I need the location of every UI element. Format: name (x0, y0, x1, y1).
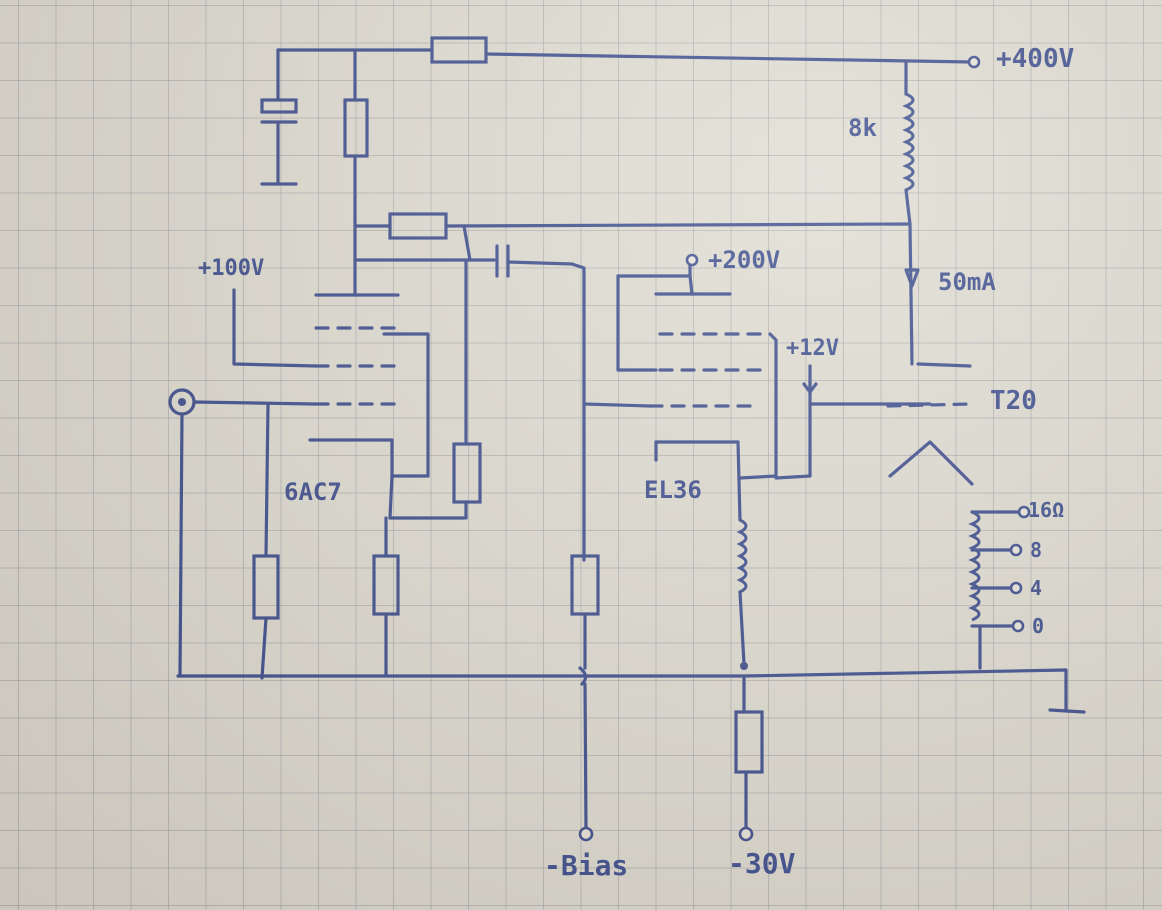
grid-resistor (252, 402, 280, 680)
cathode-choke (734, 518, 764, 842)
label-6ac7: 6AC7 (284, 478, 342, 506)
label-tap-0: 0 (1032, 614, 1045, 638)
label-tap-4: 4 (1030, 576, 1043, 600)
label-8k: 8k (848, 114, 877, 142)
ground-rail (176, 668, 1086, 714)
plate-resistor-6ac7 (343, 48, 369, 297)
dropper-resistor (430, 36, 488, 64)
output-transformer (886, 402, 1031, 670)
feedback-network (353, 212, 912, 262)
label-plus-12v: +12V (786, 336, 839, 361)
supply-rail-400v (276, 36, 981, 69)
decoupling-capacitor (260, 48, 298, 186)
supply-terminal-400v (967, 55, 981, 69)
input-jack (168, 388, 318, 678)
feedback-resistor (452, 260, 482, 520)
label-t20: T20 (990, 386, 1037, 416)
tube-6ac7 (232, 288, 430, 520)
coupling-capacitor (495, 244, 586, 562)
cathode-resistor-6ac7 (372, 516, 466, 678)
plate-choke (902, 60, 972, 368)
label-plus-200v: +200V (708, 246, 781, 274)
label-50ma: 50mA (938, 268, 996, 296)
label-el36: EL36 (644, 476, 702, 504)
label-minus-bias: -Bias (544, 849, 629, 882)
label-plus-400v: +400V (996, 44, 1075, 74)
tube-el36 (582, 253, 932, 522)
label-plus-100v: +100V (198, 256, 265, 281)
el36-grid-resistor (570, 554, 600, 842)
label-tap-8: 8 (1030, 538, 1043, 562)
label-tap-16-ohm: 16Ω (1028, 498, 1065, 522)
label-minus-30v: -30V (728, 847, 796, 880)
